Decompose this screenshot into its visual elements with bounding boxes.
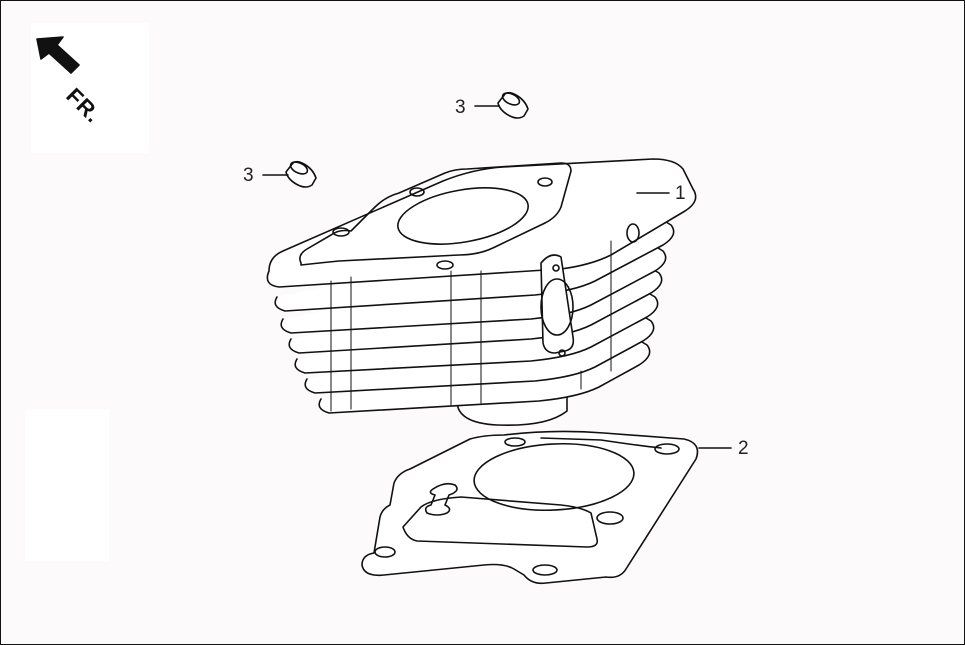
callout-3-upper: 3 [455, 97, 466, 118]
cylinder [266, 158, 697, 427]
cylinder-base-gasket [361, 430, 699, 585]
callout-3-left: 3 [243, 165, 254, 186]
dowel-pin-left [285, 160, 317, 188]
dowel-pin-upper [497, 91, 529, 119]
callout-2: 2 [738, 438, 749, 459]
arrow-up-left-icon [36, 36, 80, 74]
callout-1: 1 [675, 183, 686, 204]
white-patch-left [25, 409, 109, 561]
